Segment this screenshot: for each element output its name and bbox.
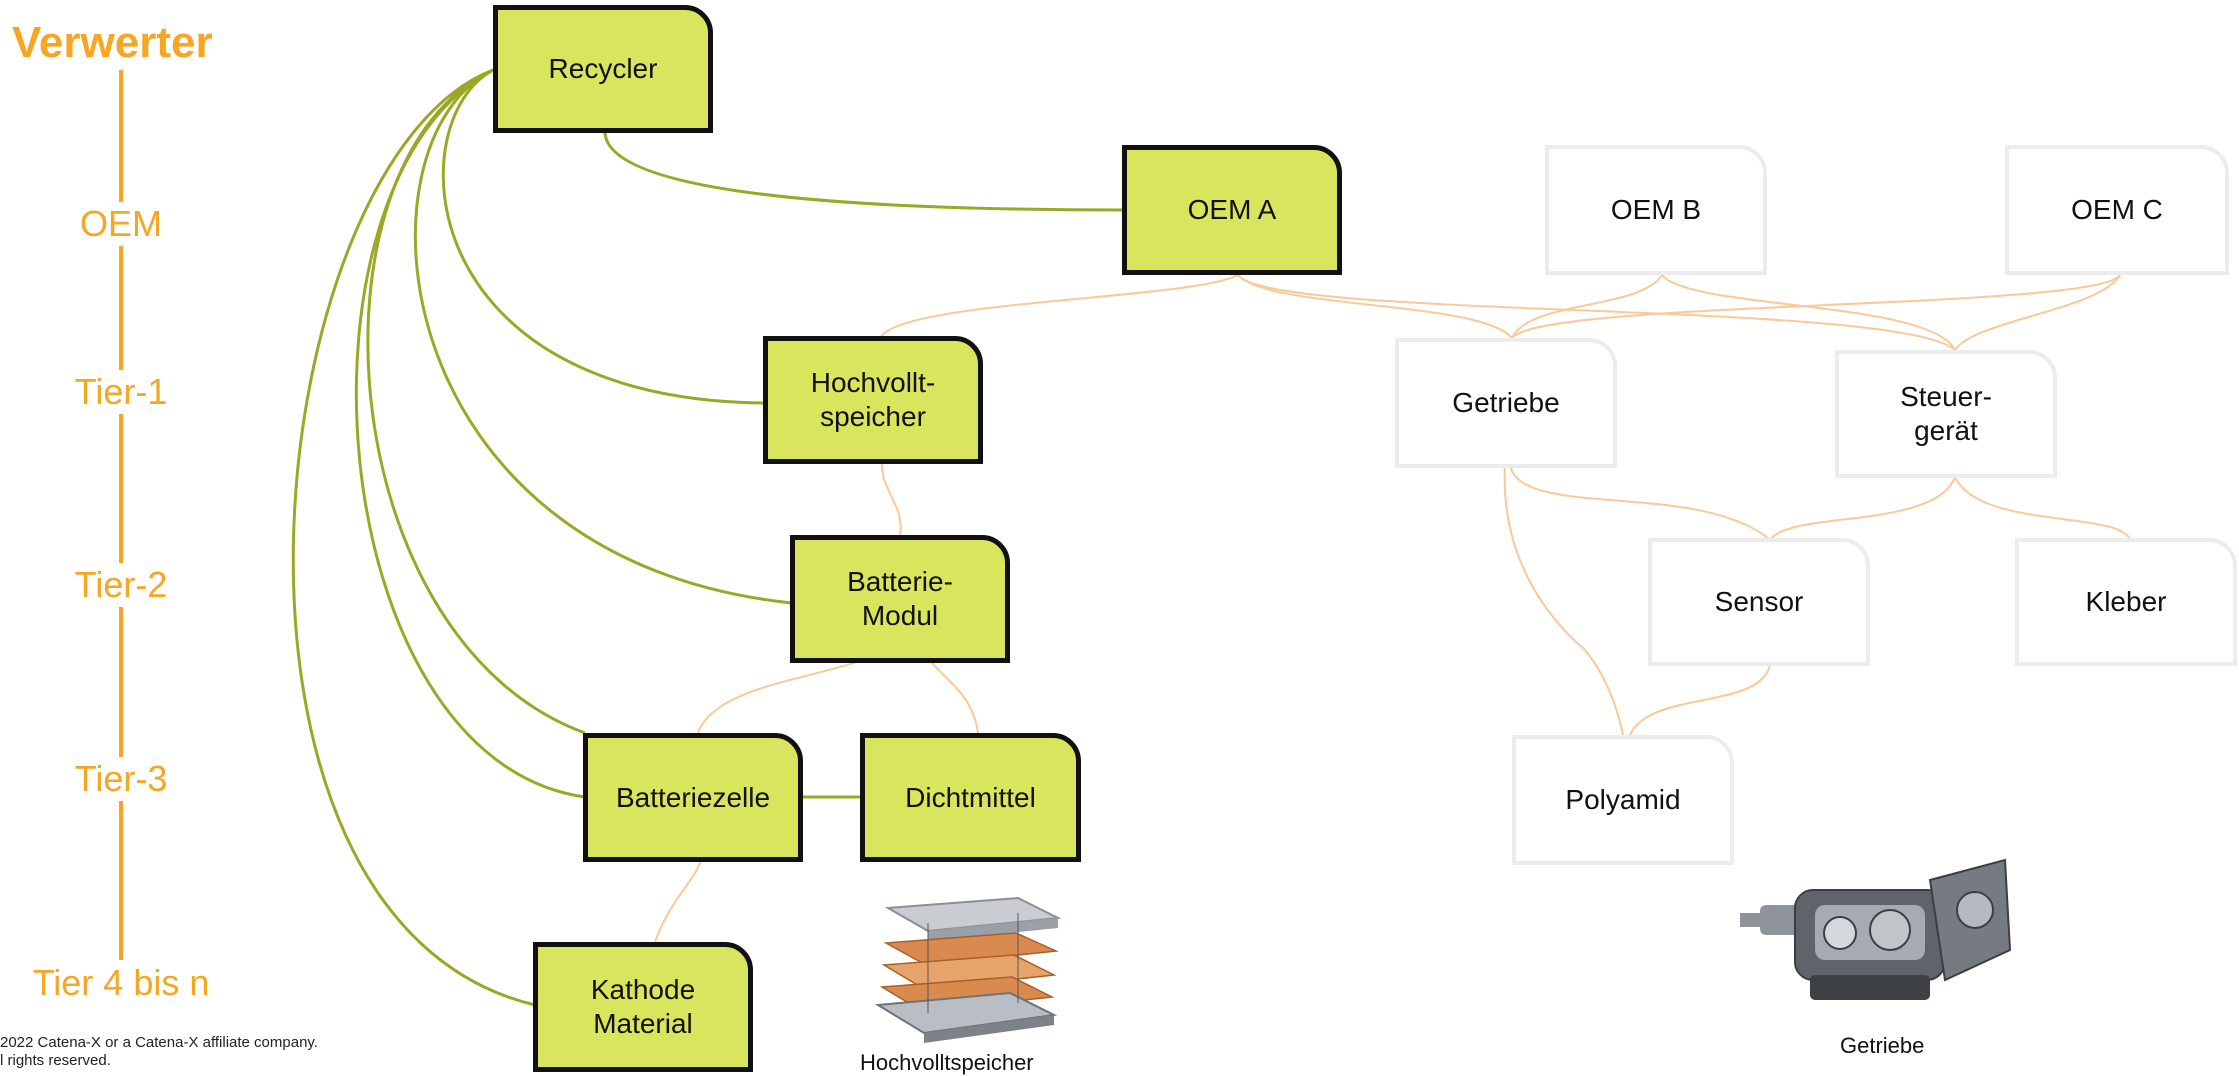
node-sensor: Sensor: [1648, 538, 1870, 666]
link-recycler-batteriezelle: [366, 68, 586, 735]
link-oem-a-getriebe: [1237, 274, 1513, 339]
link-oem-a-hochvoltspeicher: [879, 274, 1239, 339]
node-kathode-material: Kathode Material: [533, 942, 753, 1072]
link-steuergeraet-sensor: [1769, 476, 1956, 541]
tier-label-tier-3: Tier-3: [74, 757, 168, 801]
link-oem-a-steuergeraet: [1237, 274, 1956, 351]
link-sensor-polyamid: [1629, 664, 1771, 736]
gearbox-image: [1740, 858, 2012, 1000]
node-polyamid: Polyamid: [1512, 735, 1734, 865]
link-recycler-kathode: [291, 68, 536, 1007]
link-recycler-hochvoltspeicher: [441, 68, 766, 405]
link-batteriezelle-kathode: [654, 861, 701, 943]
link-getriebe-polyamid: [1503, 464, 1624, 736]
link-hochvoltspeicher-batterie-modul: [880, 461, 902, 536]
tier-label-tier-4-bis-n: Tier 4 bis n: [32, 961, 210, 1005]
link-oem-b-steuergeraet: [1661, 274, 1956, 351]
node-oem-a: OEM A: [1122, 145, 1342, 275]
node-hochvoltspeicher: Hochvollt- speicher: [763, 336, 983, 464]
tier-label-tier-2: Tier-2: [74, 563, 168, 607]
node-recycler: Recycler: [493, 5, 713, 133]
link-steuergeraet-kleber: [1954, 476, 2131, 541]
footer-line-1: 2022 Catena-X or a Catena-X affiliate co…: [0, 1034, 318, 1051]
link-recycler-oem-a: [603, 132, 1126, 212]
node-dichtmittel: Dichtmittel: [860, 733, 1081, 862]
link-oem-c-getriebe: [1511, 274, 2121, 339]
battery-pack-image: [874, 896, 1062, 1043]
link-recycler-batteriezelle-lower: [354, 68, 586, 799]
diagram-title: Verwerter: [12, 18, 213, 67]
node-getriebe: Getriebe: [1395, 338, 1617, 468]
copyright-footer: 2022 Catena-X or a Catena-X affiliate co…: [0, 1034, 318, 1070]
node-oem-b: OEM B: [1545, 145, 1767, 275]
link-oem-b-getriebe: [1511, 274, 1663, 339]
link-getriebe-sensor: [1509, 464, 1771, 541]
recycler-links: [291, 68, 1126, 1007]
node-batterie-modul: Batterie- Modul: [790, 535, 1010, 663]
footer-line-2: l rights reserved.: [0, 1052, 111, 1069]
link-oem-c-steuergeraet: [1954, 274, 2121, 351]
tier-label-tier-1: Tier-1: [74, 370, 168, 414]
caption-hochvoltspeicher: Hochvolltspeicher: [860, 1050, 1034, 1075]
node-kleber: Kleber: [2015, 538, 2237, 666]
node-batteriezelle: Batteriezelle: [583, 733, 803, 862]
caption-getriebe: Getriebe: [1840, 1033, 1925, 1058]
node-oem-c: OEM C: [2005, 145, 2229, 275]
node-steuergeraet: Steuer- gerät: [1835, 350, 2057, 478]
link-recycler-batterie-modul: [413, 68, 793, 605]
supply-links: [654, 274, 2131, 943]
tier-label-oem: OEM: [79, 202, 163, 246]
